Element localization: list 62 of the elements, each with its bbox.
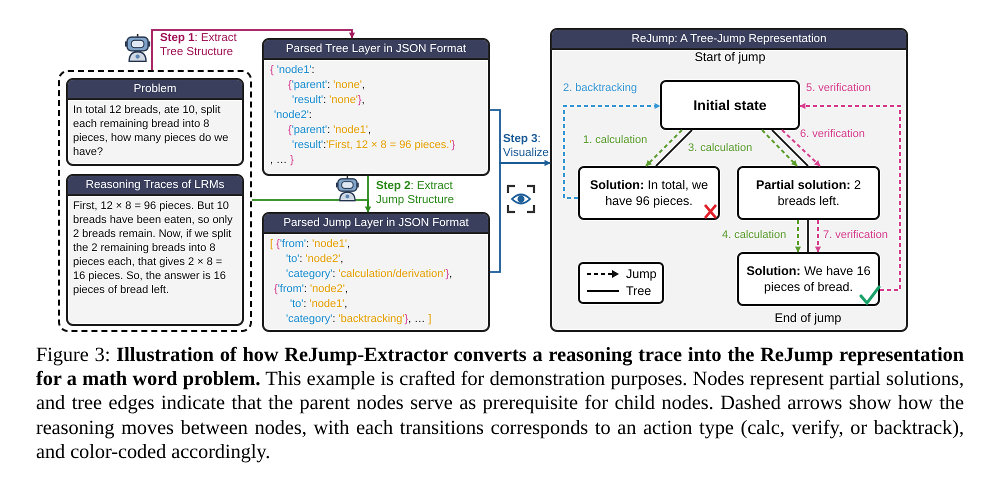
state-text: Solution: In total, we have 96 pieces. (588, 176, 710, 210)
card-header: Reasoning Traces of LRMs (68, 176, 242, 196)
code-line: 'to': 'node2', (285, 252, 344, 267)
state-text: Solution: We have 16 pieces of bread. (745, 262, 872, 296)
code-line: 'result': 'none'}, (291, 92, 366, 108)
code-line: 'category': 'backtracking'}, … ] (285, 312, 432, 327)
dashed-arrow (563, 103, 661, 199)
arrow (490, 160, 551, 273)
body-text: First, 12 × 8 = 96 pieces. But 10 breads have been eaten, so only 2 breads remain. Now, if we split the 2 remaining breads into 8 pieces each, that gives 2 × 8 = 16 pieces. So, the answer is 16 pieces of bread left. (72, 199, 234, 298)
code-line: [ {'from': 'node1', (270, 237, 351, 252)
tree-line (807, 220, 809, 252)
card (66, 78, 244, 166)
edge-label: Step 2: Extract Jump Structure (376, 180, 455, 208)
edge-label: 4. calculation (722, 229, 786, 242)
dashed-arrow (815, 220, 821, 253)
code-line: , … } (270, 152, 295, 168)
code-line: 'node2': (273, 108, 313, 123)
node-caption: Start of jump (694, 50, 766, 64)
card-header: ReJump: A Tree-Jump Representation (552, 30, 906, 50)
code-line: {'parent': 'none', (287, 78, 366, 93)
edge-label: 7. verification (823, 229, 888, 242)
code-line: 'result':'First, 12 × 8 = 96 pieces.'} (291, 138, 456, 153)
edge-label: 3. calculation (688, 142, 752, 156)
card (262, 38, 490, 176)
node-caption: End of jump (774, 311, 842, 325)
dashed-arrow (799, 103, 901, 291)
code-line: 'category': 'calculation/derivation'}, (285, 266, 454, 282)
state-box (578, 166, 720, 220)
code-line: {'parent': 'node1', (287, 122, 372, 138)
edge-label: 2. backtracking (563, 82, 637, 96)
dashed-arrow (645, 129, 683, 167)
edge-label: 1. calculation (583, 134, 648, 148)
state-text: Initial state (693, 96, 767, 114)
legend-label: Jump (626, 267, 657, 281)
edge-label: Step 3: Visualize (503, 133, 549, 161)
card-header: Parsed Jump Layer in JSON Format (264, 214, 488, 234)
figure-caption: Figure 3: Illustration of how ReJump-Extractor converts a reasoning trace into the ReJump representation for a math word problem. This example is crafted for demonstration purposes. Nodes represent partial solutions, and tree edges indicate that the parent nodes serve as prerequisite for child nodes. Dashed arrows show how the reasoning moves between nodes, with each transitions corresponds to an action type (calc, verify, or backtrack), and color-coded accordingly. (36, 343, 964, 464)
code-line: {'from': 'node2', (273, 282, 349, 297)
edge-label: 5. verification (806, 82, 871, 96)
dashed-arrow (781, 129, 821, 167)
card-header: Parsed Tree Layer in JSON Format (264, 40, 488, 60)
dashed-arrow (795, 220, 801, 253)
edge-label: Step 1: Extract Tree Structure (160, 32, 238, 60)
tree-line (655, 129, 693, 167)
edge-label: 6. verification (800, 128, 865, 142)
legend-label: Tree (626, 284, 652, 298)
card (262, 212, 490, 332)
dashed-arrow (761, 129, 798, 167)
arrow (365, 176, 371, 213)
dashed-group-frame (58, 70, 252, 332)
body-text: In total 12 breads, ate 10, split each remaining bread into 8 pieces, how many pieces do we have? (72, 103, 230, 160)
state-box (737, 166, 880, 220)
state-box (660, 80, 800, 130)
panel (550, 28, 908, 332)
code-line: { 'node1': (270, 63, 316, 78)
state-box (737, 252, 880, 306)
arrow (151, 29, 355, 70)
tree-line (771, 129, 809, 167)
code-line: 'to': 'node1', (289, 296, 348, 312)
card (66, 174, 244, 326)
state-text: Partial solution: 2 breads left. (755, 176, 862, 210)
card-header: Problem (68, 80, 242, 100)
